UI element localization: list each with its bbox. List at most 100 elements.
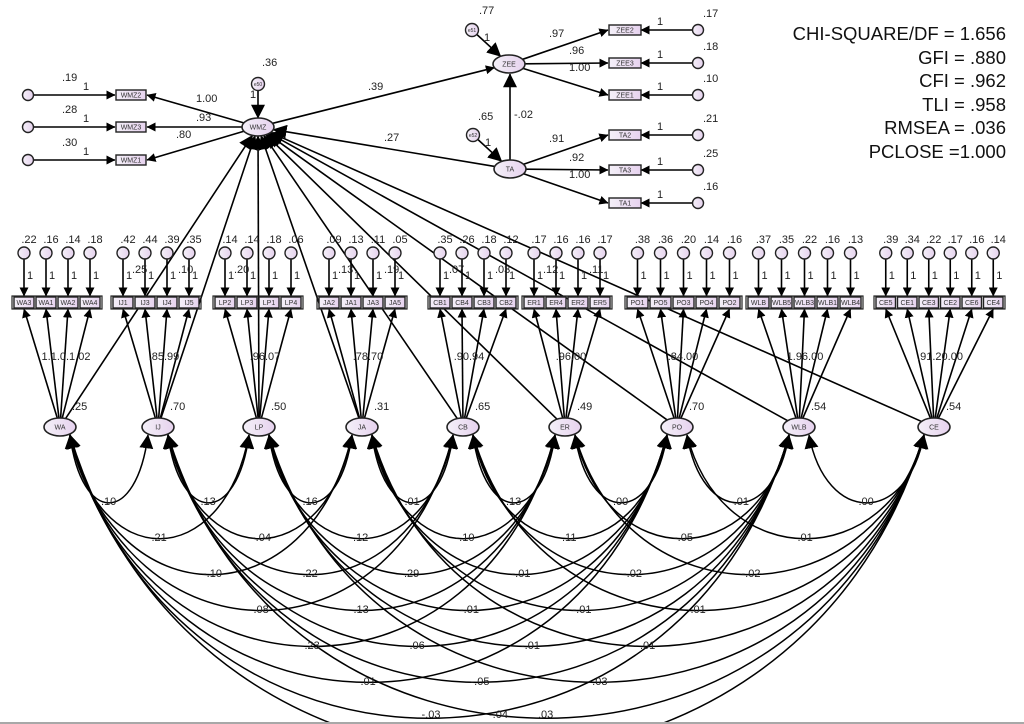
structural-path-TA-WMZ xyxy=(272,124,495,168)
loading-path-LP2 xyxy=(223,308,258,419)
error-circle-ZEE3 xyxy=(691,56,705,70)
error-variance-CE5: .39 xyxy=(883,234,898,246)
fit-rmsea: RMSEA = .036 xyxy=(884,117,1006,138)
error-variance-ER2: .16 xyxy=(575,234,590,246)
error-weight-JA3: 1 xyxy=(376,270,382,282)
indicator-WLB1-label: WLB1 xyxy=(818,300,837,307)
loading-path-ZEE1 xyxy=(522,67,609,97)
r2-WMZ: .36 xyxy=(262,57,277,69)
error-circle-WLB4 xyxy=(843,246,858,260)
indicator-group-PO xyxy=(624,295,743,310)
loading-path-CE2 xyxy=(934,308,954,419)
indicator-CB1 xyxy=(429,296,451,309)
error-weight-JA1: 1 xyxy=(354,270,360,282)
r2-CE: .54 xyxy=(946,401,961,413)
error-variance-PO1: .38 xyxy=(635,234,650,246)
error-weight-PO1: 1 xyxy=(641,270,647,282)
indicator-JA2 xyxy=(318,296,340,309)
indicator-TA3 xyxy=(608,164,642,176)
error-weight-LP3: 1 xyxy=(250,270,256,282)
factor-CE-label: CE xyxy=(929,425,939,432)
covariance-IJ-JA: -.04 xyxy=(252,532,271,544)
error-weight-PO3: 1 xyxy=(687,270,693,282)
covariance-WA-IJ: .10 xyxy=(101,496,116,508)
covariance-PO-WLB: -.01 xyxy=(730,496,749,508)
loading-path-PO3 xyxy=(676,308,688,419)
error-weight-LP4: 1 xyxy=(294,270,300,282)
fit-indices-panel: CHI-SQUARE/DF = 1.656 GFI = .880 CFI = .… xyxy=(793,22,1006,163)
error-circle-JA5 xyxy=(388,246,402,260)
error-circle-IJ1 xyxy=(116,246,130,260)
covariance-LP-CE: -.03 xyxy=(589,676,608,688)
error-variance-LP3: .14 xyxy=(244,234,259,246)
error-circle-PO3 xyxy=(676,246,691,260)
indicator-PO1-label: PO1 xyxy=(630,300,644,307)
indicator-CB3 xyxy=(473,296,495,309)
error-weight-ZEE1: 1 xyxy=(657,81,663,93)
loading-path-TA1 xyxy=(523,172,609,205)
error-weight-IJ5: 1 xyxy=(192,270,198,282)
error-variance-CE2: .17 xyxy=(948,234,963,246)
loading-path-TA2 xyxy=(523,133,609,166)
loading-path-PO2 xyxy=(680,308,731,419)
error-weight-ER2: 1 xyxy=(581,270,587,282)
error-weight-WA4: 1 xyxy=(93,270,99,282)
indicator-WA3-label: WA3 xyxy=(17,300,32,307)
covariance-arc-CB-PO xyxy=(468,434,672,540)
factor-PO xyxy=(660,417,694,437)
covariance-JA-CB: .01 xyxy=(405,496,420,508)
error-circle-PO5 xyxy=(653,246,668,260)
indicator-LP1-label: LP1 xyxy=(263,300,276,307)
indicator-LP2 xyxy=(214,296,236,309)
loading-path-WA2 xyxy=(59,308,72,419)
loading-path-IJ5 xyxy=(159,308,192,419)
window-bottom-edge xyxy=(0,722,1024,724)
path-coef-TA-WMZ: .27 xyxy=(384,132,399,144)
latent-WMZ xyxy=(241,117,275,137)
indicator-CE5 xyxy=(875,296,897,309)
indicator-PO4-label: PO4 xyxy=(699,300,713,307)
loading-WMZ1: .80 xyxy=(176,129,191,141)
error-weight-PO2: 1 xyxy=(733,270,739,282)
error-variance-WLB: .37 xyxy=(756,234,771,246)
indicator-CB2-label: CB2 xyxy=(499,300,513,307)
error-variance-CE1: .34 xyxy=(905,234,920,246)
loading-TA3: .92 xyxy=(569,152,584,164)
factor-LP-label: LP xyxy=(255,425,264,432)
disturbance-path-ZEE xyxy=(476,34,502,57)
indicator-LP1 xyxy=(258,296,280,309)
factor-JA-label: JA xyxy=(358,425,367,432)
error-variance-CE4: .14 xyxy=(991,234,1006,246)
factor-CB xyxy=(446,417,480,437)
indicator-WA4 xyxy=(79,296,101,309)
indicator-group-LP xyxy=(212,295,304,310)
error-weight-CB4: 1 xyxy=(465,270,471,282)
error-variance-TA3: .25 xyxy=(703,148,718,160)
error-weight-JA2: 1 xyxy=(332,270,338,282)
covariance-arc-IJ-LP xyxy=(162,434,255,504)
covariance-layer xyxy=(64,434,929,724)
loading-path-WLB3 xyxy=(798,308,809,419)
error-variance-JA1: .13 xyxy=(348,234,363,246)
covariance-JA-ER: -.10 xyxy=(456,532,475,544)
indicator-TA2 xyxy=(608,129,642,141)
error-weight-WLB5: 1 xyxy=(785,270,791,282)
indicator-ER2 xyxy=(567,296,589,309)
loading-path-JA2 xyxy=(326,308,361,419)
covariance-arc-WA-CE xyxy=(67,434,927,724)
error-circle-ER5 xyxy=(593,246,607,260)
error-variance-LP4: .06 xyxy=(288,234,303,246)
covariance-WA-CB: .08 xyxy=(254,604,269,616)
covariance-arc-WA-ER xyxy=(66,434,559,647)
indicator-group-ER xyxy=(521,295,613,310)
loadings-PO: .84.00 xyxy=(668,351,699,363)
error-circle-CB4 xyxy=(455,246,469,260)
label-layer: .191.281.3011.00.93.80.171.181.101.97.96… xyxy=(21,5,1006,721)
indicator-WA1-label: WA1 xyxy=(39,300,54,307)
error-weight-WLB4: 1 xyxy=(854,270,860,282)
error-circle-TA2 xyxy=(691,128,705,142)
indicator-IJ1 xyxy=(112,296,134,309)
structural-path-LP-WMZ xyxy=(251,135,266,419)
loadings-CB: .90.94 xyxy=(454,351,485,363)
error-variance-ZEE3: .18 xyxy=(703,41,718,53)
